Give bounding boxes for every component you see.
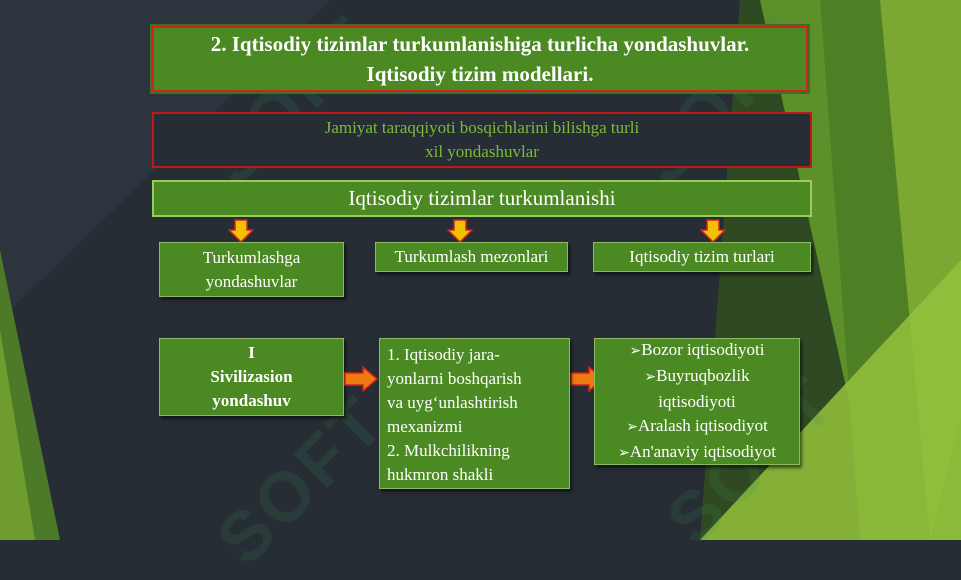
down-arrow-icon [228, 219, 254, 243]
approach-line3: yondashuv [212, 391, 291, 410]
type-item: ➢An'anaviy iqtisodiyot [618, 440, 776, 466]
bullet-arrow-icon: ➢ [618, 445, 630, 461]
slide-title: 2. Iqtisodiy tizimlar turkumlanishiga tu… [152, 26, 808, 92]
types-box: ➢Bozor iqtisodiyoti ➢Buyruqbozlik iqtiso… [594, 338, 800, 465]
subtitle-line2: xil yondashuvlar [425, 142, 539, 161]
type-item: ➢Bozor iqtisodiyoti [630, 338, 765, 364]
header-approaches: Turkumlashga yondashuvlar [159, 242, 344, 297]
criteria-line: va uyg‘unlashtirish [387, 393, 518, 412]
approach-line1: I [248, 343, 255, 362]
approach-box: I Sivilizasion yondashuv [159, 338, 344, 416]
type-item-continuation: iqtisodiyoti [658, 391, 736, 411]
header-criteria: Turkumlash mezonlari [375, 242, 568, 272]
down-arrow-icon [447, 219, 473, 243]
subtitle-line1: Jamiyat taraqqiyoti bosqichlarini bilish… [324, 118, 640, 137]
type-item-text: Aralash iqtisodiyot [637, 415, 768, 435]
header-types: Iqtisodiy tizim turlari [593, 242, 811, 272]
type-item-text: An'anaviy iqtisodiyot [629, 441, 776, 461]
criteria-line: 2. Mulkchilikning [387, 441, 510, 460]
criteria-line: hukmron shakli [387, 465, 494, 484]
approach-line2: Sivilizasion [210, 367, 293, 386]
down-arrow-icon [700, 219, 726, 243]
bullet-arrow-icon: ➢ [644, 369, 657, 385]
classification-box: Iqtisodiy tizimlar turkumlanishi [152, 180, 812, 217]
right-arrow-icon [344, 366, 378, 392]
criteria-line: 1. Iqtisodiy jara- [387, 345, 500, 364]
header-approaches-line1: Turkumlashga [202, 247, 301, 267]
type-item-text: Bozor iqtisodiyoti [641, 339, 765, 359]
criteria-box: 1. Iqtisodiy jara- yonlarni boshqarish v… [379, 338, 570, 489]
slide-title-line2: Iqtisodiy tizim modellari. [366, 62, 594, 86]
bullet-arrow-icon: ➢ [629, 343, 642, 359]
subtitle-box: Jamiyat taraqqiyoti bosqichlarini bilish… [152, 112, 812, 168]
criteria-line: yonlarni boshqarish [387, 369, 522, 388]
type-item: ➢Aralash iqtisodiyot [626, 414, 768, 440]
slide-title-line1: 2. Iqtisodiy tizimlar turkumlanishiga tu… [210, 32, 750, 56]
type-item-text: Buyruqbozlik [656, 365, 750, 385]
criteria-line: mexanizmi [387, 417, 463, 436]
bullet-arrow-icon: ➢ [626, 419, 638, 435]
header-approaches-line2: yondashuvlar [205, 271, 298, 291]
type-item: ➢Buyruqbozlik [644, 364, 749, 390]
